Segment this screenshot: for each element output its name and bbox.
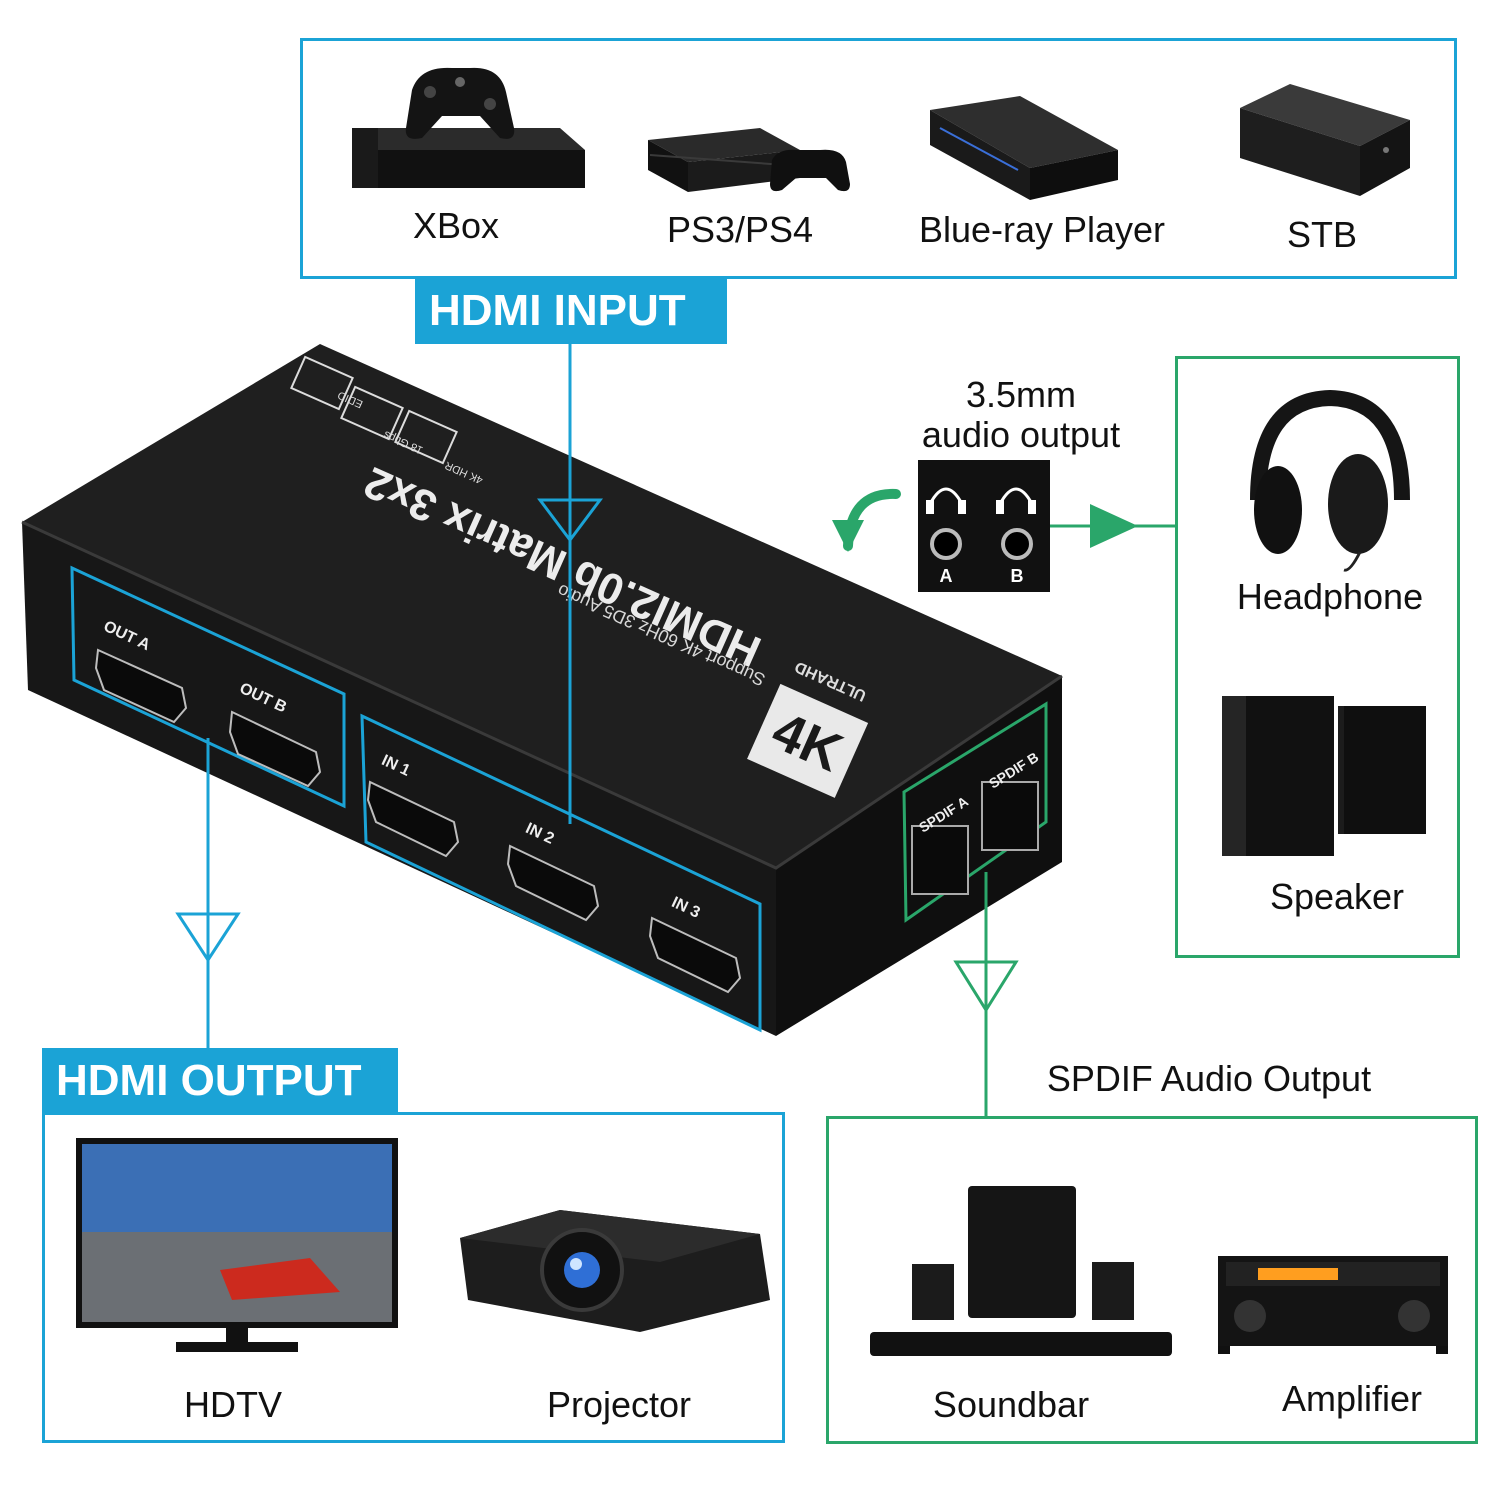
device-label-hdtv: HDTV: [184, 1384, 282, 1425]
device-label-bluray: Blue-ray Player: [918, 209, 1166, 250]
device-label-speaker: Speaker: [1269, 876, 1405, 917]
audio-jack-title-1: 3.5mm: [965, 374, 1077, 415]
analog-audio-box: [1175, 356, 1460, 958]
jack-label-a: A: [939, 566, 953, 586]
audio-jack-title-2: audio output: [921, 414, 1121, 455]
device-label-projector: Projector: [546, 1384, 692, 1425]
device-label-amplifier: Amplifier: [1281, 1378, 1423, 1419]
spdif-sinks-box: [826, 1116, 1478, 1444]
4k-emblem: 4K: [747, 683, 869, 798]
device-label-stb: STB: [1286, 214, 1358, 255]
top-badges: [290, 355, 458, 465]
hdmi-input-tag: HDMI INPUT: [415, 278, 727, 344]
hdmi-output-tag: HDMI OUTPUT: [42, 1048, 398, 1114]
device-label-ps: PS3/PS4: [666, 209, 814, 250]
device-label-soundbar: Soundbar: [932, 1384, 1090, 1425]
spdif-title: SPDIF Audio Output: [1046, 1058, 1372, 1099]
audio-jack-panel: [918, 460, 1050, 592]
output-sinks-box: [42, 1112, 785, 1443]
input-sources-box: [300, 38, 1457, 279]
jack-label-b: B: [1010, 566, 1024, 586]
device-label-xbox: XBox: [412, 205, 500, 246]
device-label-headphone: Headphone: [1236, 576, 1424, 617]
